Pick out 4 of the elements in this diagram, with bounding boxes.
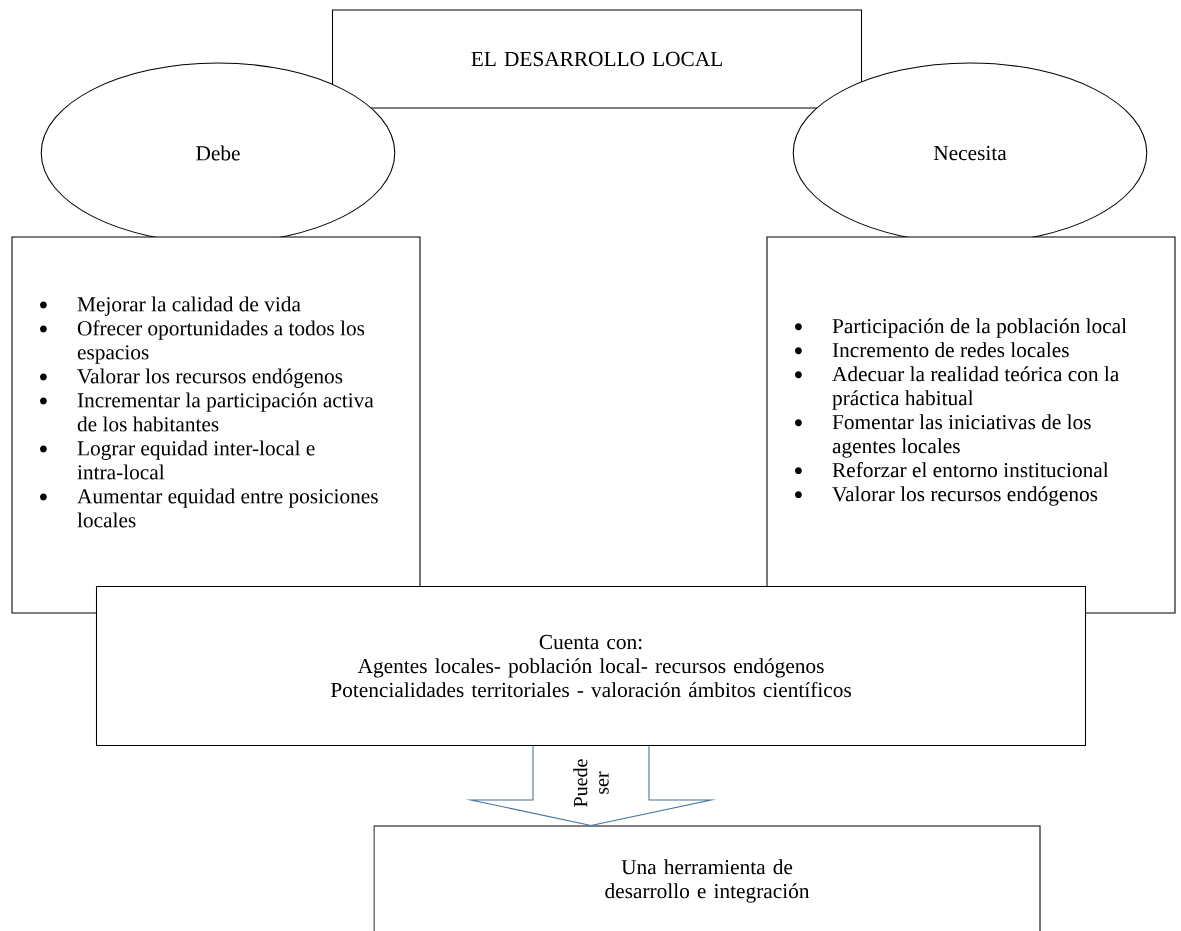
text-box: Cuenta con: Agentes locales- población local- recursos endógenos Potencialidades territoriales - valoración ámbitos científicos: [95, 585, 1087, 747]
text-box: EL DESARROLLO LOCAL: [331, 9, 863, 109]
text-box: Una herramienta de desarrollo e integración: [373, 825, 1041, 931]
edge-label: Puede ser: [572, 751, 610, 815]
